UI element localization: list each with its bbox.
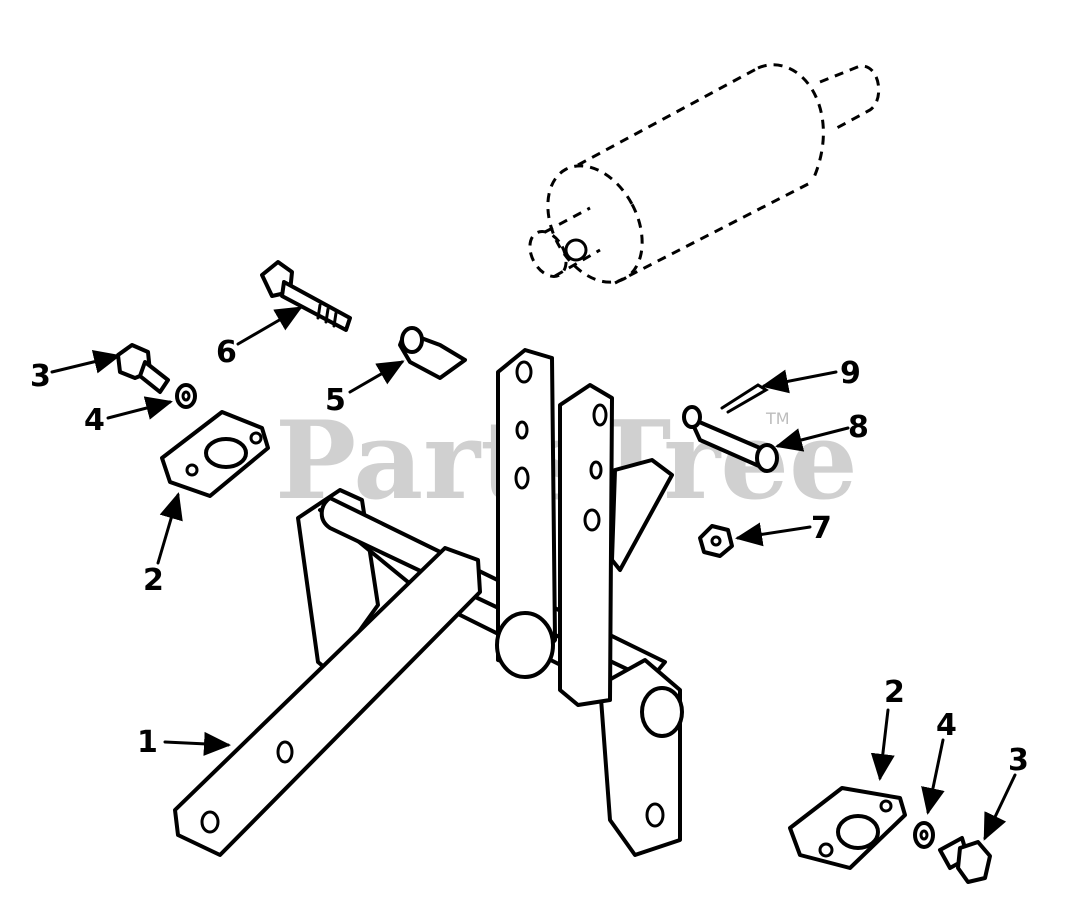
- callout-2-left: 2: [143, 563, 164, 598]
- long-bolt: [260, 260, 352, 332]
- callout-2-right: 2: [884, 675, 905, 710]
- callout-1: 1: [137, 725, 158, 760]
- hex-bolt-upper: [116, 343, 170, 394]
- callout-5: 5: [325, 383, 346, 418]
- callout-6: 6: [216, 335, 237, 370]
- callout-3-right: 3: [1008, 743, 1029, 778]
- callout-3-left: 3: [30, 359, 51, 394]
- callout-4-right: 4: [936, 708, 957, 743]
- hex-nut: [698, 524, 734, 558]
- trademark-mark: TM: [765, 409, 790, 428]
- flange-bearing-lower: [788, 786, 907, 870]
- callout-4-left: 4: [84, 403, 105, 438]
- hex-bolt-lower: [938, 836, 992, 884]
- clevis-pin: [682, 405, 779, 473]
- callout-7: 7: [811, 511, 832, 546]
- bushing: [398, 326, 467, 380]
- callout-9: 9: [840, 356, 861, 391]
- callout-8: 8: [848, 410, 869, 445]
- flange-bearing-upper: [160, 410, 270, 498]
- phantom-cylinder: [528, 63, 881, 285]
- lift-shaft-assembly: [173, 348, 684, 857]
- leader-arrows: [50, 306, 1017, 841]
